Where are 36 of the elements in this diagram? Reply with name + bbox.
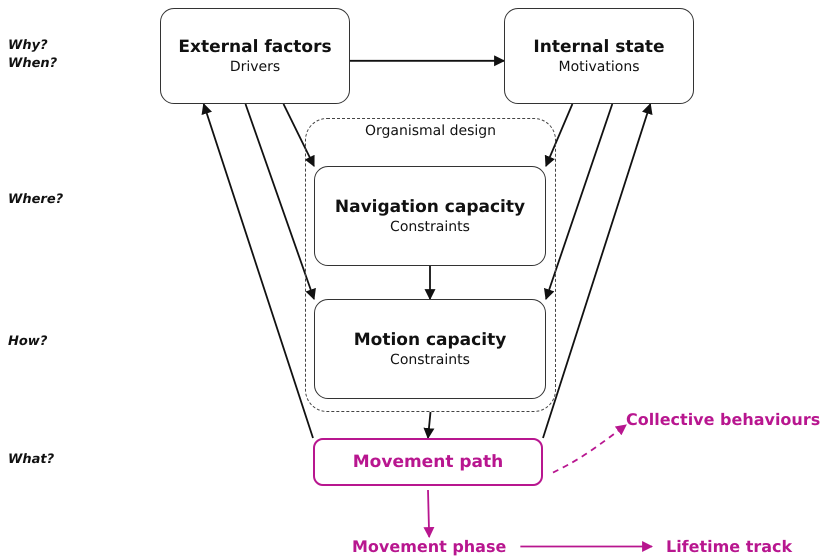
- question-label: When?: [8, 56, 58, 71]
- arrow: [423, 412, 434, 440]
- box-title: Movement path: [352, 452, 504, 472]
- arrow: [542, 102, 652, 438]
- process-box: [314, 299, 546, 399]
- outcome-label: Collective behaviours: [626, 410, 820, 429]
- box-subtitle: Motivations: [558, 59, 640, 75]
- box-subtitle: Constraints: [390, 219, 470, 235]
- process-box: [314, 166, 546, 266]
- arrow: [544, 104, 614, 300]
- arrow: [350, 55, 506, 66]
- arrow: [424, 266, 436, 300]
- question-label: Why?: [8, 38, 48, 53]
- question-label: What?: [8, 452, 54, 467]
- process-box: [504, 8, 694, 104]
- box-title: Navigation capacity: [334, 197, 526, 217]
- question-label: How?: [8, 334, 48, 349]
- arrow: [520, 541, 654, 552]
- group-title: Organismal design: [364, 123, 498, 139]
- outcome-label: Movement phase: [352, 537, 506, 556]
- process-box: [313, 438, 543, 486]
- box-title: Internal state: [533, 37, 665, 57]
- arrow: [552, 424, 627, 474]
- arrow: [423, 490, 434, 538]
- box-subtitle: Constraints: [390, 352, 470, 368]
- outcome-label: Lifetime track: [666, 537, 792, 556]
- arrow: [202, 102, 314, 438]
- box-title: Motion capacity: [354, 330, 506, 350]
- group-frame: [305, 118, 556, 412]
- box-title: External factors: [178, 37, 332, 57]
- arrow: [544, 104, 574, 167]
- question-label: Where?: [8, 192, 64, 207]
- arrow: [282, 104, 315, 167]
- box-subtitle: Drivers: [230, 59, 280, 75]
- arrow: [244, 104, 316, 300]
- process-box: [160, 8, 350, 104]
